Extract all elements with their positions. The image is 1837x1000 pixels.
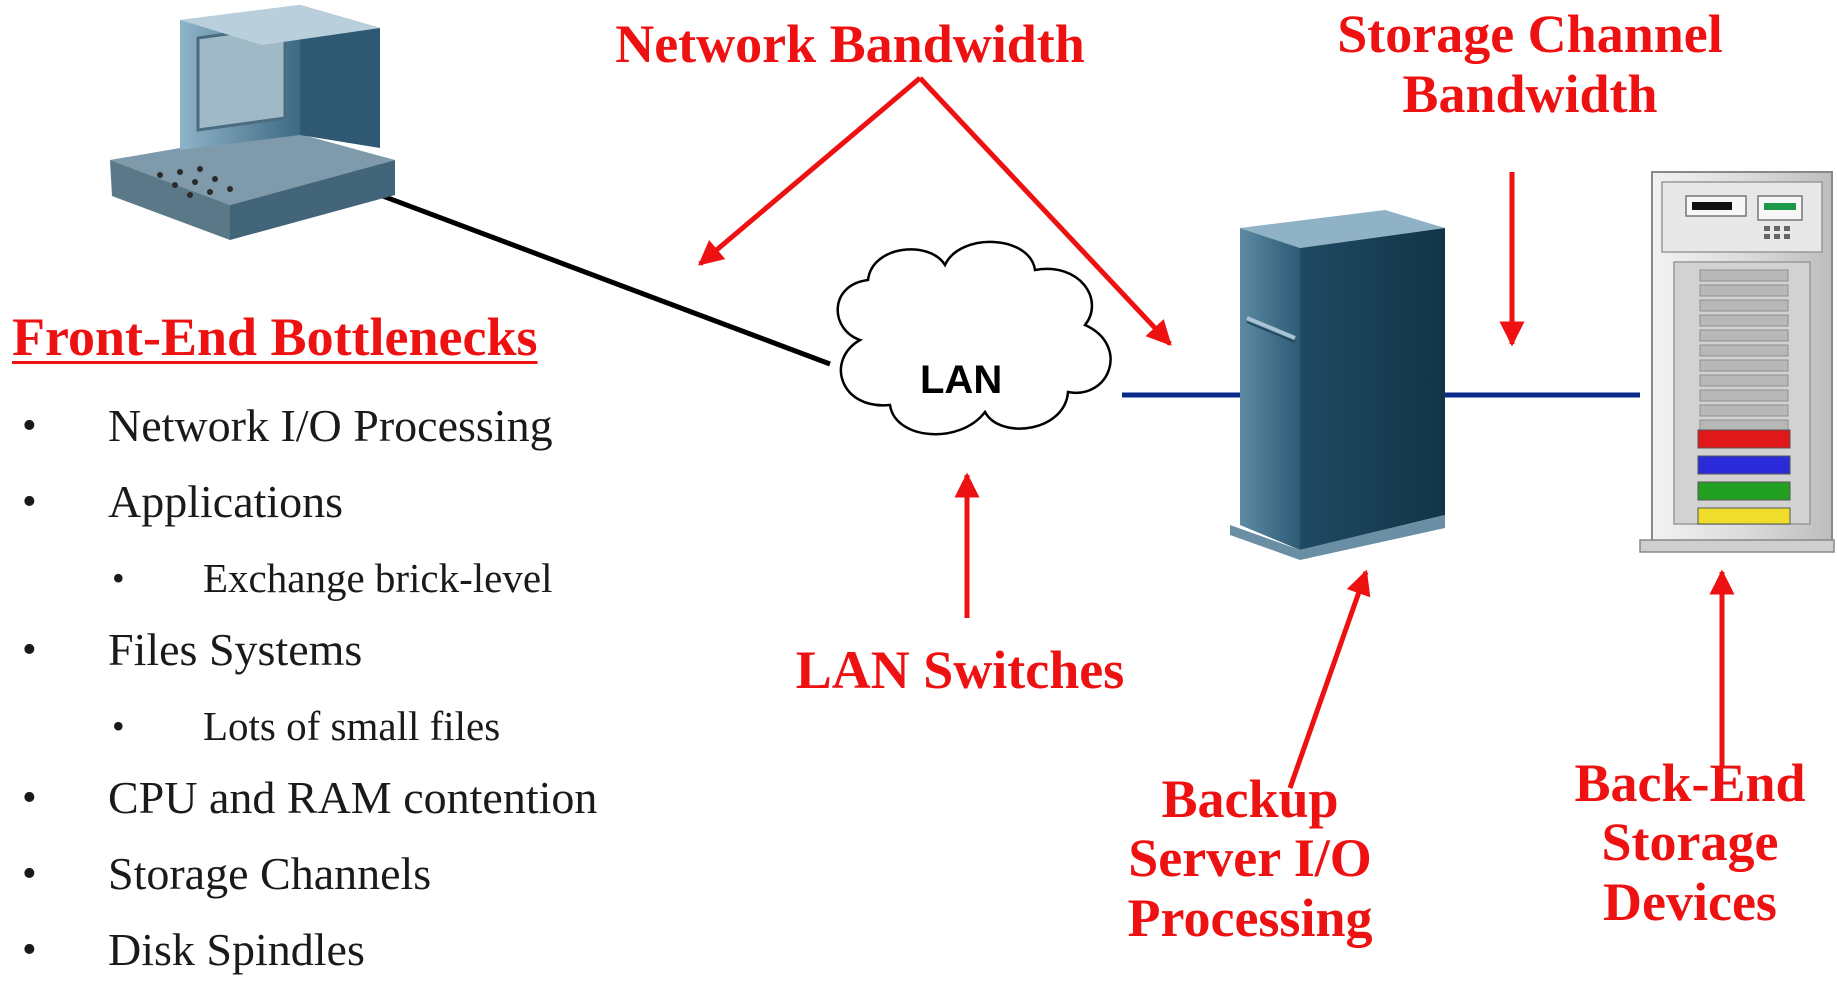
lan-label: LAN	[920, 358, 1003, 402]
bullet-text: Exchange brick-level	[203, 555, 553, 601]
bullet-dot: •	[22, 927, 37, 973]
bullet-text: CPU and RAM contention	[108, 772, 598, 823]
bullet-item: • Applications	[0, 476, 597, 552]
bullet-item: • Network I/O Processing	[0, 400, 597, 476]
bullet-dot: •	[22, 775, 37, 821]
arrow-network-bw-left	[698, 76, 922, 266]
bullet-item: • CPU and RAM contention	[0, 772, 597, 848]
arrow-backup-server	[1287, 569, 1371, 789]
bullet-dot: •	[22, 627, 37, 673]
bullet-item: • Storage Channels	[0, 848, 597, 924]
cloud-icon	[836, 240, 1112, 436]
bullet-text: Storage Channels	[108, 848, 432, 899]
bullet-text: Lots of small files	[203, 703, 501, 749]
bullet-item: • Lots of small files	[0, 700, 597, 772]
back-end-storage-label: Back-End Storage Devices	[1574, 753, 1806, 932]
bullet-dot: •	[22, 403, 37, 449]
arrow-network-bw-right	[918, 76, 1172, 346]
client-lan-link	[371, 189, 831, 367]
bullet-text: Network I/O Processing	[108, 400, 553, 451]
backup-server-label: Backup Server I/O Processing	[1127, 769, 1373, 948]
bullet-text: Disk Spindles	[108, 924, 365, 975]
storage-rack-icon	[1639, 171, 1835, 553]
computer-icon	[110, 5, 395, 240]
bullet-text: Files Systems	[108, 624, 363, 675]
bullet-dot: •	[22, 851, 37, 897]
bullet-item: • Files Systems	[0, 624, 597, 700]
bullet-dot: •	[112, 706, 125, 746]
server-icon	[1230, 210, 1445, 560]
front-end-heading: Front-End Bottlenecks	[12, 307, 538, 367]
storage-channel-bandwidth-label: Storage Channel Bandwidth	[1337, 4, 1723, 125]
lan-switches-label: LAN Switches	[795, 640, 1125, 700]
bullet-dot: •	[22, 479, 37, 525]
bullet-dot: •	[112, 558, 125, 598]
bottleneck-list: • Network I/O Processing • Applications • Exc…	[0, 400, 597, 1000]
bullet-text: Applications	[108, 476, 344, 527]
bullet-item: • Exchange brick-level	[0, 552, 597, 624]
bullet-item: • Disk Spindles	[0, 924, 597, 1000]
network-bandwidth-label: Network Bandwidth	[615, 14, 1085, 74]
